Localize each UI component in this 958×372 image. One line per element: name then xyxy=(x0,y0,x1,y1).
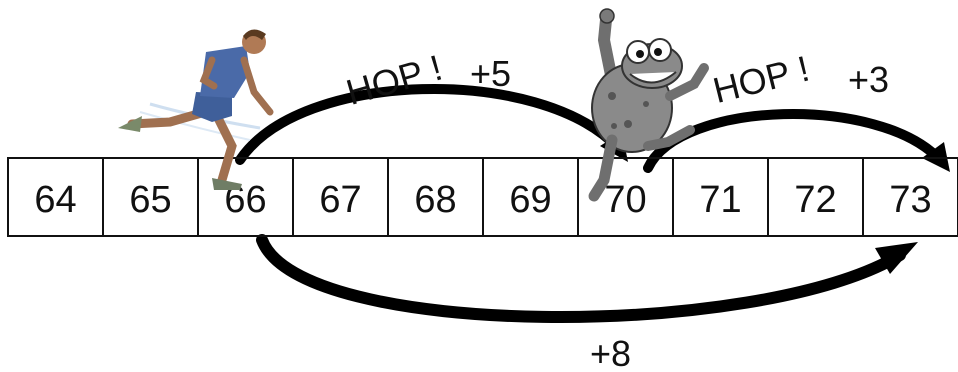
running-man-figure xyxy=(118,29,274,190)
number-cell-68: 68 xyxy=(414,179,456,221)
hop-arrow-plus-3 xyxy=(643,109,950,173)
number-cell-69: 69 xyxy=(509,179,551,221)
number-cell-71: 71 xyxy=(699,179,741,221)
total-amount-plus-8: +8 xyxy=(590,333,631,372)
number-cell-73: 73 xyxy=(889,179,931,221)
total-arrow-plus-8 xyxy=(256,234,918,323)
jump-amount-plus-3: +3 xyxy=(848,59,889,100)
number-cell-72: 72 xyxy=(794,179,836,221)
hop-label-second: HOP ! xyxy=(709,48,813,111)
number-cell-65: 65 xyxy=(129,179,171,221)
number-cell-67: 67 xyxy=(319,179,361,221)
jumping-frog-figure xyxy=(588,8,709,202)
hop-arrow-plus-5 xyxy=(235,84,628,165)
hop-label-first: HOP ! xyxy=(342,47,447,113)
number-cell-64: 64 xyxy=(34,179,76,221)
jump-amount-plus-5: +5 xyxy=(470,53,511,94)
number-cell-70: 70 xyxy=(604,179,646,221)
